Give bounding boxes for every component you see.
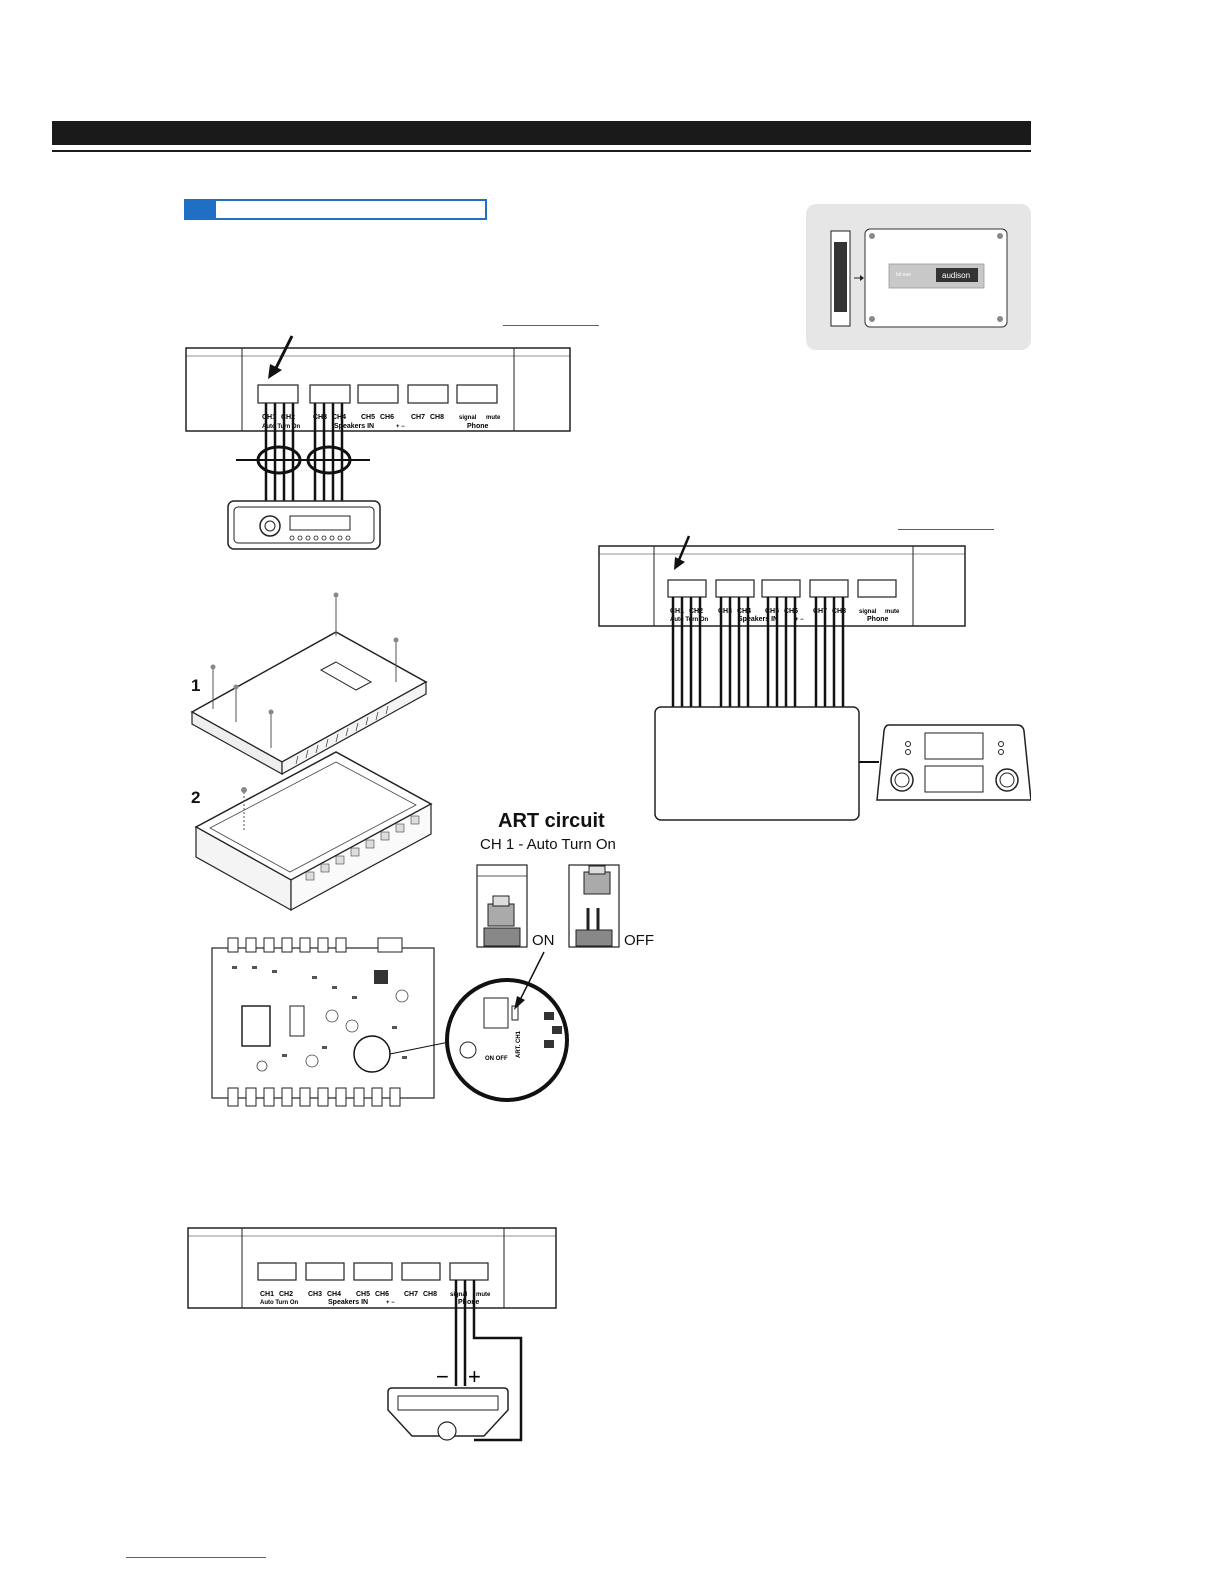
p1-signal: signal [459, 415, 477, 421]
step-number-1: 1 [191, 676, 201, 695]
inset-model: bit one [896, 272, 911, 278]
p1-ch8: CH8 [430, 414, 444, 421]
p3-auto-turn-on: Auto Turn On [260, 1300, 299, 1306]
p2-ch2: CH2 [689, 608, 703, 615]
p1-ch6: CH6 [380, 414, 394, 421]
p1-ch3: CH3 [313, 414, 327, 421]
art-jumper-off [568, 864, 620, 948]
p3-ch8: CH8 [423, 1291, 437, 1298]
p3-ch3: CH3 [308, 1291, 322, 1298]
section-title-accent [186, 201, 216, 218]
phone-minus: − [436, 1364, 449, 1389]
device-inset: bit one audison [806, 204, 1031, 350]
p3-speakers-in: Speakers IN [328, 1299, 368, 1306]
p2-ch4: CH4 [737, 608, 751, 615]
link-underline-1[interactable] [503, 325, 599, 326]
link-underline-footer[interactable] [126, 1557, 266, 1558]
p2-mute: mute [885, 609, 900, 615]
inset-brand: audison [942, 271, 970, 280]
header-rule [52, 150, 1031, 152]
phone-plus: + [468, 1364, 481, 1389]
board-on-off: ON OFF [485, 1056, 508, 1062]
p1-ch7: CH7 [411, 414, 425, 421]
p3-signal: signal [450, 1292, 468, 1298]
pcb-diagram: ART. CH1 ON OFF [211, 937, 569, 1107]
p1-auto-turn-on: Auto Turn On [262, 424, 301, 430]
p1-mute: mute [486, 415, 501, 421]
p1-ch4: CH4 [332, 414, 346, 421]
p2-signal: signal [859, 609, 877, 615]
p2-ch7: CH7 [813, 608, 827, 615]
section-title-box [184, 199, 487, 220]
p1-ch5: CH5 [361, 414, 375, 421]
p2-ch1: CH1 [670, 608, 684, 615]
art-subtitle: CH 1 - Auto Turn On [480, 836, 616, 853]
p1-ch2: CH2 [281, 414, 295, 421]
p3-phone: Phone [458, 1299, 479, 1306]
p3-mute: mute [476, 1292, 491, 1298]
p2-ch8: CH8 [832, 608, 846, 615]
p1-phone: Phone [467, 423, 488, 430]
connection-diagram-headunit: CH1 CH2 CH3 CH4 CH5 CH6 CH7 CH8 signal m… [185, 335, 571, 550]
p3-polarity: + − [386, 1300, 395, 1306]
p3-ch7: CH7 [404, 1291, 418, 1298]
connection-diagram-phone: CH1 CH2 CH3 CH4 CH5 CH6 CH7 CH8 signal m… [187, 1227, 557, 1442]
step-number-2: 2 [191, 788, 201, 807]
art-on-label: ON [532, 932, 555, 949]
art-title: ART circuit [498, 810, 605, 832]
p3-ch4: CH4 [327, 1291, 341, 1298]
p2-ch3: CH3 [718, 608, 732, 615]
header-bar [52, 121, 1031, 145]
board-art-ch1: ART. CH1 [516, 1030, 522, 1058]
p1-speakers-in: Speakers IN [334, 423, 374, 430]
exploded-cover-diagram [190, 592, 433, 912]
p3-ch6: CH6 [375, 1291, 389, 1298]
p1-polarity: + − [396, 424, 405, 430]
p3-ch5: CH5 [356, 1291, 370, 1298]
art-jumper-on [476, 864, 528, 948]
connection-diagram-oem: CH1 CH2 CH3 CH4 CH5 CH6 CH7 CH8 signal m… [598, 535, 1031, 821]
art-off-label: OFF [624, 932, 654, 949]
p2-polarity: + − [795, 617, 804, 623]
link-underline-2[interactable] [898, 529, 994, 530]
p2-auto-turn-on: Auto Turn On [670, 617, 709, 623]
p1-ch1: CH1 [262, 414, 276, 421]
p2-ch5: CH5 [765, 608, 779, 615]
p3-ch1: CH1 [260, 1291, 274, 1298]
p2-phone: Phone [867, 616, 888, 623]
p2-ch6: CH6 [784, 608, 798, 615]
art-pointer-arrow [514, 951, 545, 1010]
p2-speakers-in: Speakers IN [738, 616, 778, 623]
p3-ch2: CH2 [279, 1291, 293, 1298]
